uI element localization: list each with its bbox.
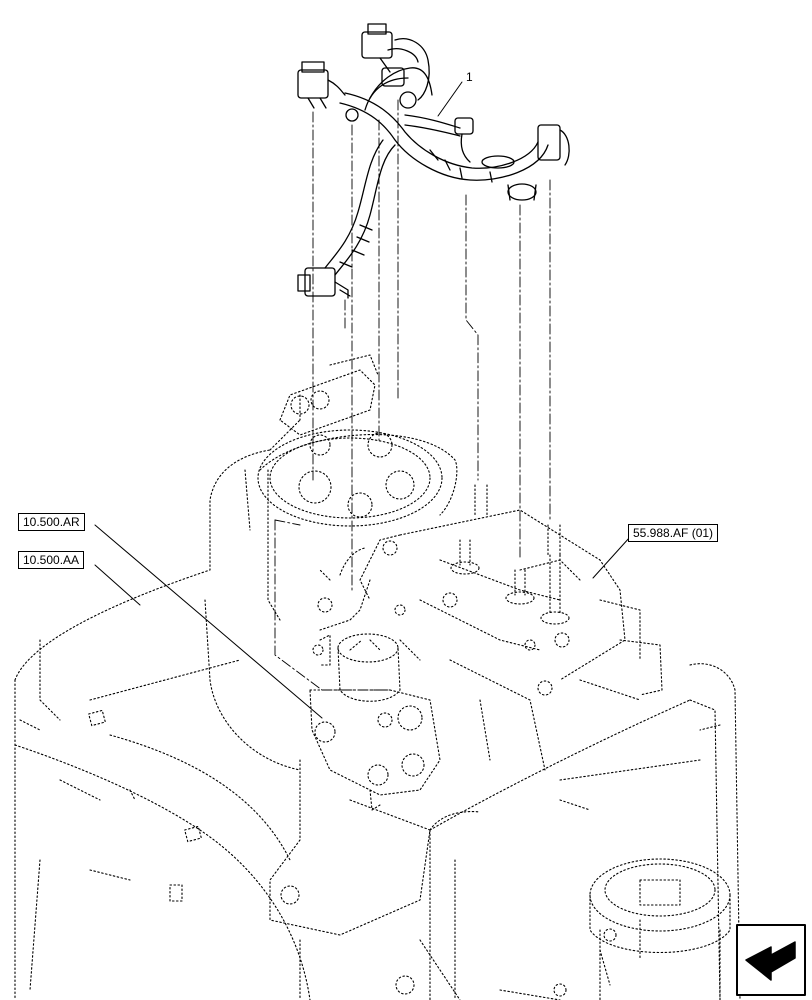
alignment-lines [274, 99, 551, 691]
pump-block [257, 354, 663, 771]
item-number-label: 1 [466, 70, 473, 84]
callout-ref-10-500-ar[interactable]: 10.500.AR [18, 513, 85, 531]
filler-cap [589, 858, 731, 1000]
tank-housing [14, 419, 741, 1000]
leader-lines [94, 81, 631, 719]
callout-ref-10-500-aa[interactable]: 10.500.AA [18, 551, 85, 569]
wire-harness [297, 23, 570, 299]
callout-ref-55-988-af[interactable]: 55.988.AF (01) [628, 524, 719, 542]
solenoid-valve [309, 633, 441, 811]
navigation-arrow-icon [736, 924, 806, 996]
